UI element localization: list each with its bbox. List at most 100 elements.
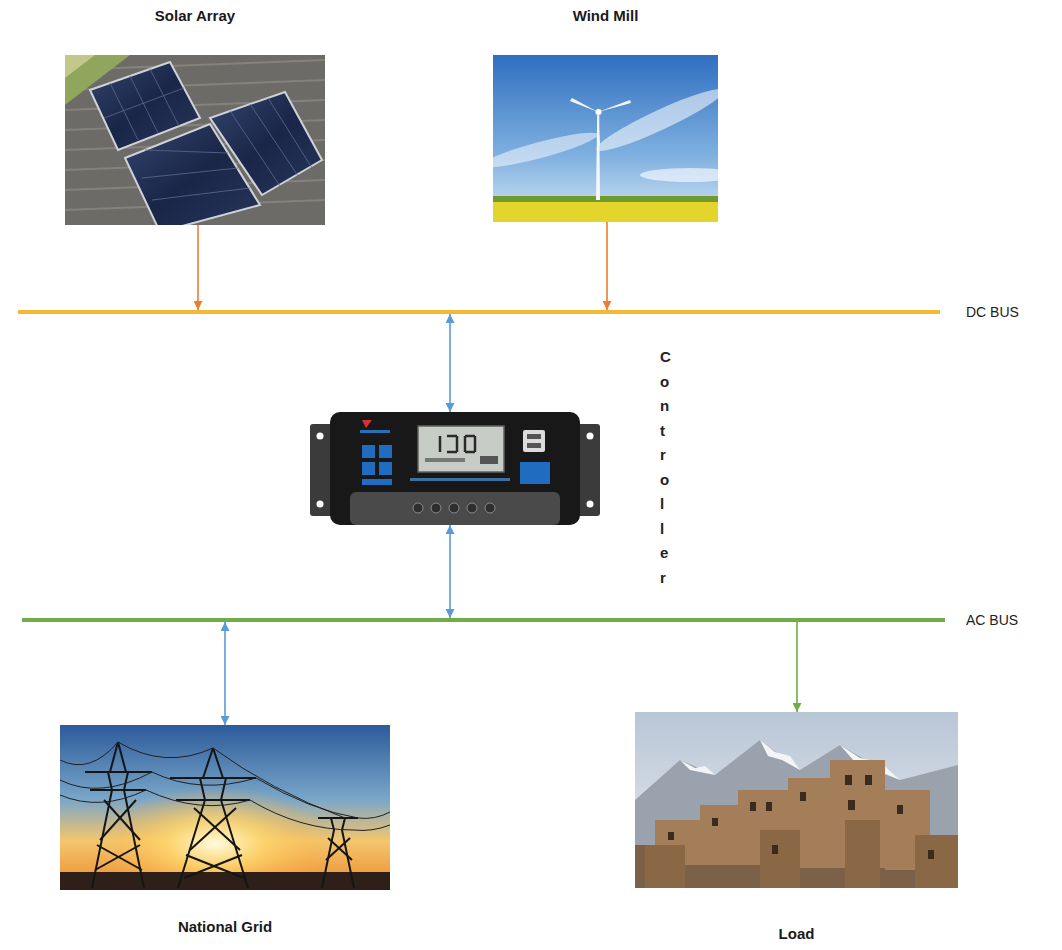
controller-photo-part-part [485,503,495,513]
solar-photo-part-part [110,83,138,140]
grid-photo-part [85,742,358,888]
controller-photo-part [523,430,545,452]
windmill-photo-part [640,168,718,182]
connector-arrow [796,622,798,712]
node-caption: Solar Array [155,6,235,26]
windmill-photo-part [598,100,631,112]
grid-photo-part-part [60,790,390,830]
solar-photo-part-part [250,104,298,176]
controller-photo-part [425,458,465,462]
windmill-photo-part [597,112,600,145]
controller-photo-part [362,462,375,475]
grid-photo-part-part [194,808,240,850]
controller-photo-part [317,501,324,508]
load-photo-part-part [915,835,958,888]
grid-photo-part-part [104,800,140,840]
connector-arrow [449,525,451,618]
grid-photo-part-part [176,799,250,801]
solar-photo-part [104,69,312,200]
solar-photo-part [65,55,95,78]
controller-photo-part [362,420,372,428]
controller-photo-part-part [447,435,457,438]
node-caption: Wind Mill [573,6,639,26]
windmill-photo-part [493,196,718,202]
load-photo-part-part [928,850,934,859]
windmill-photo-part [596,109,602,115]
grid-photo [60,725,390,890]
windmill-photo-part [493,127,600,174]
windmill-photo-part [493,202,718,222]
controller-node: Controller [310,412,600,525]
controller-photo-part-part [456,436,459,452]
grid-photo-part-part [213,748,223,778]
windmill-photo-part [592,81,718,158]
grid-photo-part-part [90,789,146,791]
controller-photo-part-part [431,503,441,513]
connector-arrow [197,225,199,310]
load-photo-part [668,775,934,859]
controller-photo-part [330,412,580,525]
dc-bus: DC BUS [18,310,940,314]
load-photo [635,712,958,888]
load-photo-part [635,712,958,888]
controller-photo-part [379,462,392,475]
solar-photo-part-part [145,150,228,153]
controller-photo-part [360,430,390,433]
controller-photo-part-part [449,503,459,513]
node-caption: Load [779,924,815,944]
load-node: Load [635,712,958,944]
controller-photo-part [350,492,560,525]
load-photo-part-part [645,845,685,888]
controller-photo-part [418,426,504,472]
grid-photo-part-part [328,838,352,860]
solar-photo-part-part [130,76,158,133]
controller-photo-part [527,434,541,439]
load-photo-part-part [845,775,852,785]
controller-photo-part-part [439,436,442,452]
grid-photo-part-part [118,742,126,772]
connector-arrow [606,222,608,310]
controller-photo-part [410,478,510,481]
load-photo-part [760,740,800,770]
solar-photo-part [210,92,322,195]
grid-photo-part-part [190,808,236,850]
solar-photo-part-part [104,88,184,118]
controller-photo-part [520,462,550,484]
windmill-photo [493,55,718,222]
load-photo-part-part [760,830,800,888]
load-photo-part-part [712,818,718,826]
grid-photo-part-part [97,845,142,870]
grid-photo-part-part [100,800,136,840]
load-photo-part [680,760,715,775]
load-photo-part-part [766,802,772,811]
controller-photo-part-part [413,503,423,513]
load-photo-part-part [848,800,855,810]
controller-photo-part [587,433,594,440]
controller-photo-part [527,443,541,448]
windmill-node: Wind Mill [493,6,718,222]
grid-photo-part-part [203,748,213,778]
solar-photo [65,55,325,225]
solar-photo-part-part [152,188,250,200]
grid-photo-part-part [178,778,248,888]
ac-bus: AC BUS [22,618,945,622]
load-photo-part-part [668,832,674,840]
node-caption: National Grid [178,917,272,937]
vertical-label: Controller [660,345,675,590]
bus-label: AC BUS [966,611,1018,629]
controller-photo-part-part [465,435,475,438]
load-photo-part-part [845,820,880,888]
grid-photo-part-part [85,771,152,773]
grid-photo-part-part [326,838,350,860]
windmill-photo-part [596,113,600,200]
grid-photo-part [60,872,390,890]
grid-photo-part-part [186,855,244,878]
load-photo-part-part [897,805,903,814]
solar-photo-part-part [142,168,238,178]
controller-photo-part [480,456,498,464]
controller-photo-part-part [474,436,477,452]
grid-photo-part [60,725,390,890]
solar-photo-part-part [230,111,280,186]
